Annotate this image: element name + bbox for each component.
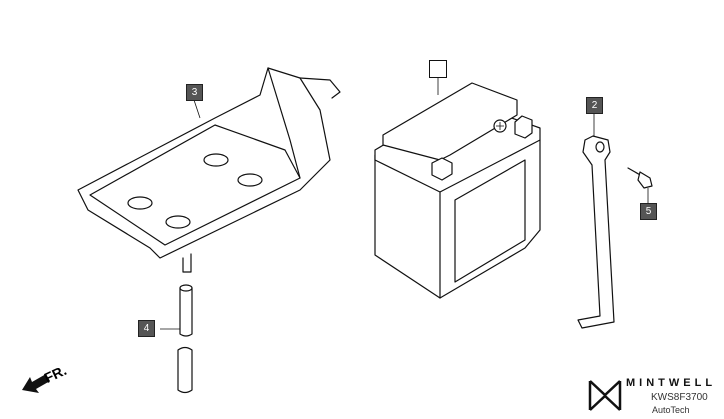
bolt	[627, 167, 653, 204]
battery	[374, 76, 541, 299]
bracket	[577, 113, 615, 329]
callout-bracket[interactable]: 2	[586, 97, 603, 114]
callout-tray[interactable]: 3	[186, 84, 203, 101]
callout-bolt[interactable]: 5	[640, 203, 657, 220]
battery-tray	[77, 67, 341, 273]
mintwell-logo-icon	[588, 380, 622, 411]
watermark-sub: AutoTech	[652, 405, 690, 415]
watermark-brand: MINTWELL	[626, 377, 717, 389]
rod-part	[160, 284, 193, 394]
callout-battery[interactable]	[429, 60, 447, 78]
diagram-code: KWS8F3700	[651, 392, 708, 403]
callout-rod[interactable]: 4	[138, 320, 155, 337]
front-direction-arrow-icon	[22, 374, 50, 393]
